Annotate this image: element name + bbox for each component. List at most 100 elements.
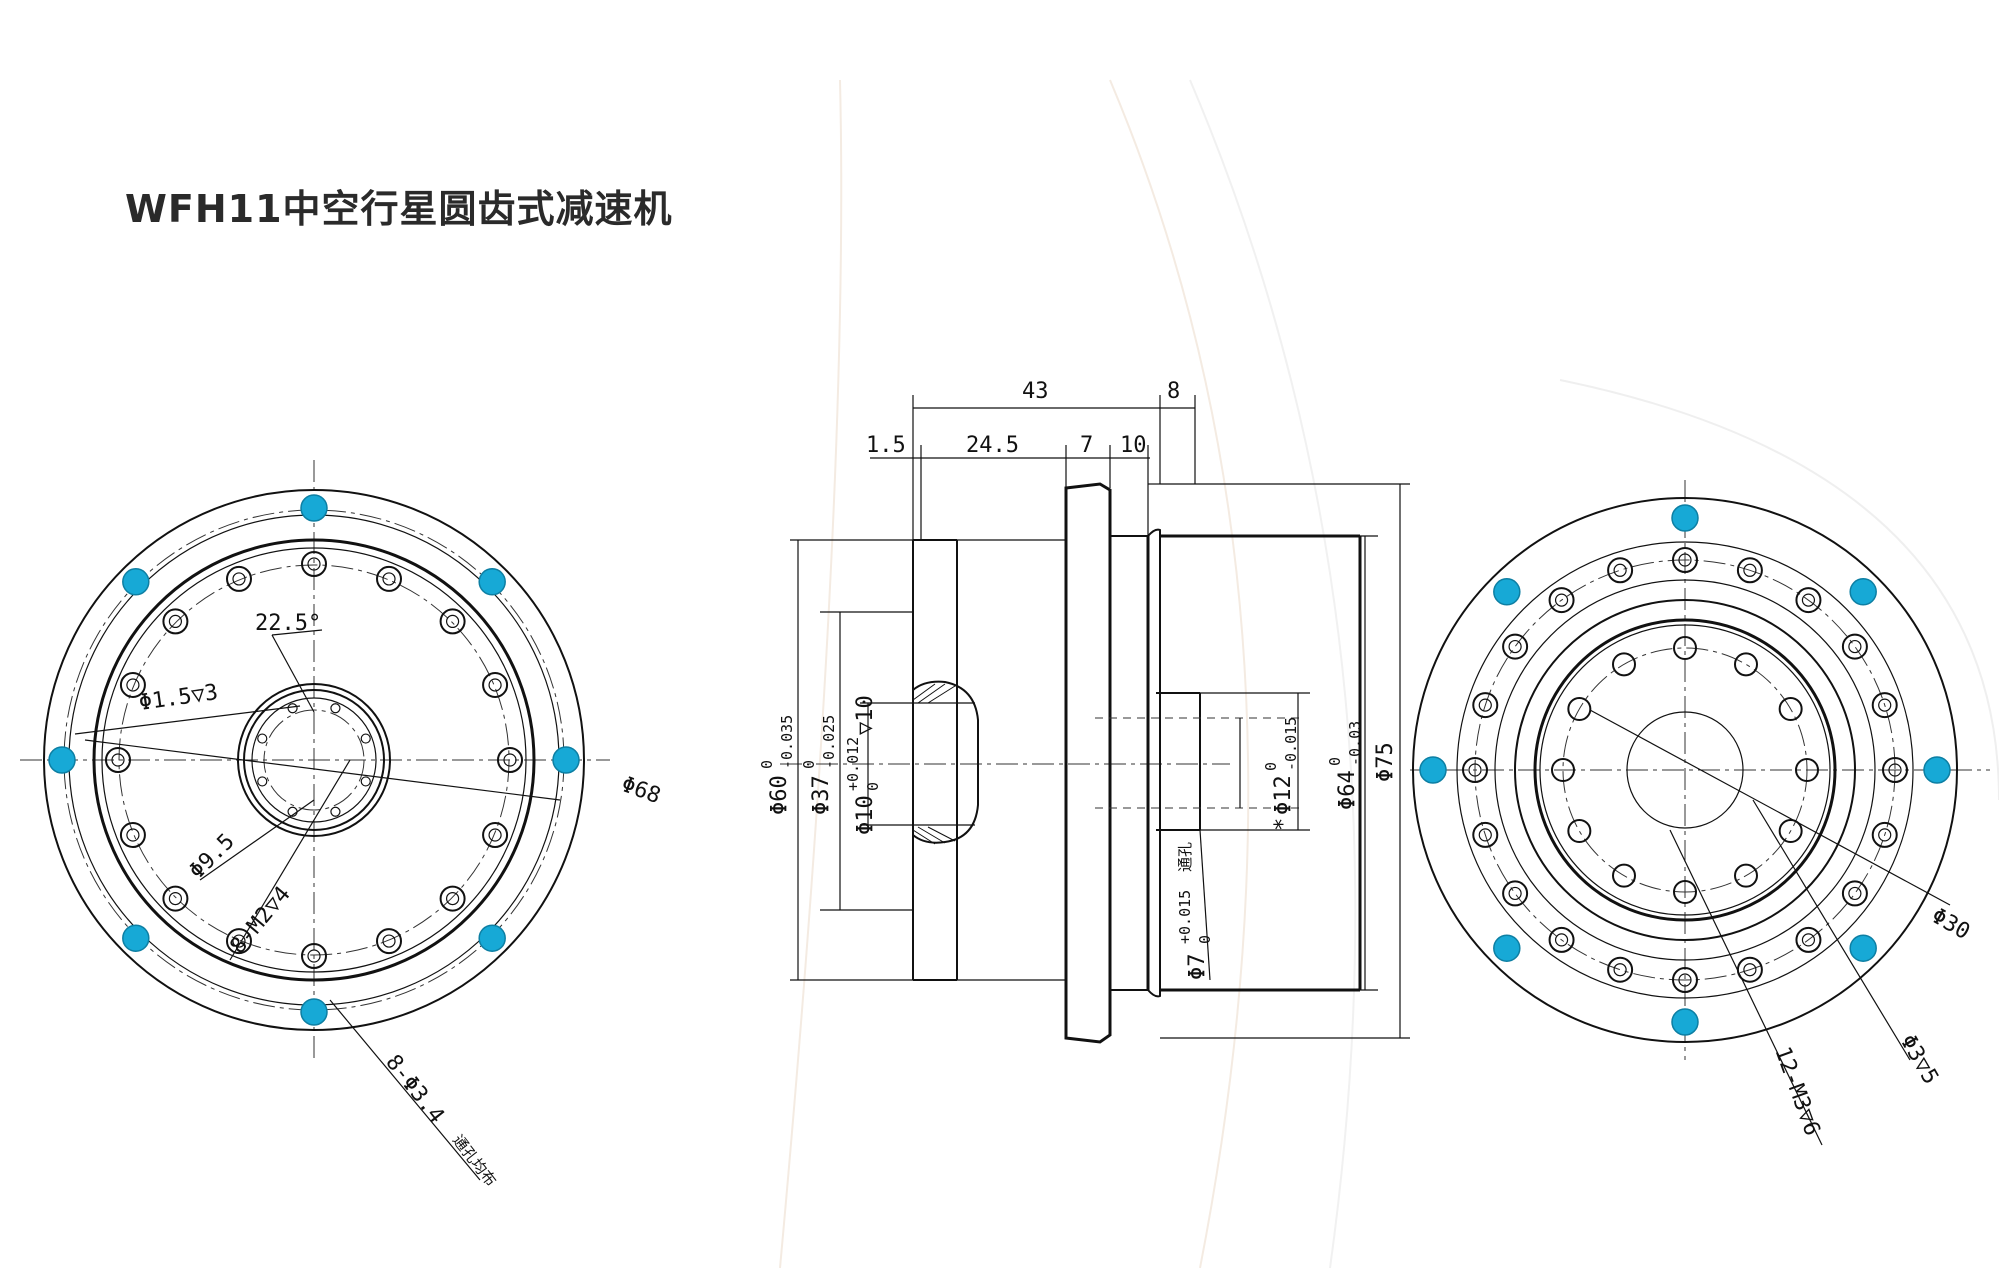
bolt-hole-inner	[488, 828, 502, 842]
d10-label: Φ10	[853, 795, 878, 835]
d12-tol-upper: 0	[1262, 762, 1280, 771]
d60-label: Φ60	[767, 775, 792, 815]
bolt-hole-inner	[1678, 553, 1692, 567]
bolt-hole	[1871, 692, 1898, 719]
thread-hole	[1673, 636, 1697, 660]
hatch	[912, 683, 956, 845]
bolt-hole	[1548, 926, 1575, 953]
watermark-arcs	[779, 79, 1999, 1269]
bolt-hole-inner	[382, 572, 396, 586]
through-hole	[122, 568, 150, 596]
through-hole	[300, 494, 328, 522]
d10-depth: ▽10	[853, 695, 878, 735]
bolt-hole	[162, 608, 189, 635]
bolt-hole	[439, 608, 466, 635]
dim-d2: 24.5	[966, 433, 1019, 458]
bolt-hole	[439, 885, 466, 912]
bolt-hole-inner	[1478, 698, 1492, 712]
through-hole	[1849, 578, 1877, 606]
bolt-hole	[225, 928, 252, 955]
bolt-hole-inner	[1613, 563, 1627, 577]
bolt-hole-inner	[503, 753, 517, 767]
bolt-hole	[1841, 880, 1868, 907]
d7-tol-upper: +0.015	[1176, 890, 1194, 944]
bolt-hole-inner	[232, 572, 246, 586]
thread-hole	[257, 776, 268, 787]
d64-tol-upper: 0	[1326, 757, 1344, 766]
d64-group: Φ64 0 -0.03	[1326, 721, 1364, 810]
bolt-hole	[1472, 692, 1499, 719]
thread-hole	[287, 703, 298, 714]
bolt-hole	[482, 671, 509, 698]
thread-hole	[330, 806, 341, 817]
bolt-hole	[301, 551, 327, 577]
bolt-hole	[301, 943, 327, 969]
d12-tol-lower: -0.015	[1282, 717, 1300, 771]
bolt-hole	[1736, 557, 1763, 584]
bolt-hole	[1795, 926, 1822, 953]
bolt-hole-inner	[307, 949, 321, 963]
side-view: 43 8 1.5 24.5 7 10 Φ60 0 -0.035 Φ37 0	[758, 379, 1410, 1044]
drawing-title: WFH11中空行星圆齿式减速机	[125, 187, 673, 231]
bolt-hole-inner	[1508, 639, 1522, 654]
bolt-hole	[497, 747, 523, 773]
d75-label: Φ75	[1373, 742, 1398, 782]
center-label: Φ30	[1927, 904, 1974, 946]
bolt-hole-inner	[1743, 563, 1757, 577]
bolt-hole	[1795, 587, 1822, 614]
bolt-hole-inner	[445, 891, 460, 906]
d7-tol-lower: 0	[1196, 935, 1214, 944]
d10-group: Φ10 +0.012 0 ▽10	[844, 695, 882, 835]
thread-hole	[1778, 819, 1803, 843]
through-hole	[300, 998, 328, 1026]
thread-hole	[1734, 652, 1758, 677]
bolt-hole-inner	[126, 678, 140, 692]
bolt-hole	[225, 565, 252, 592]
through-hole	[552, 746, 580, 774]
bolt-hole-inner	[111, 753, 125, 767]
dim-d1: 1.5	[866, 433, 906, 458]
bolt-hole	[1841, 633, 1868, 660]
bolt-hole	[1672, 967, 1698, 993]
bolt-hole-inner	[126, 828, 140, 842]
thread-hole	[360, 733, 371, 744]
d64-label: Φ64	[1335, 770, 1360, 810]
dim-overall: 43	[1022, 379, 1049, 404]
thread-hole	[1567, 697, 1592, 721]
bolt-hole	[376, 928, 403, 955]
bolt-hole	[1882, 757, 1908, 783]
thread-hole	[1795, 758, 1819, 782]
left-view: 22.5° Φ1.5▽3 Φ68 Φ9.5 8-M2▽4 8-Φ3.4 通孔均布	[20, 460, 664, 1190]
thread-hole	[1567, 819, 1592, 843]
bolt-hole	[376, 565, 403, 592]
through-hole	[1923, 756, 1951, 784]
d60-tol-lower: -0.035	[778, 715, 796, 769]
bolt-hole-inner	[1848, 639, 1862, 654]
bolt-hole	[1607, 956, 1634, 983]
outer-pcd-label: Φ68	[618, 772, 664, 809]
through-hole	[1493, 578, 1521, 606]
angle-label: 22.5°	[255, 611, 321, 636]
d12-mark: *	[1271, 818, 1296, 831]
thread-hole	[1778, 697, 1803, 721]
bolt-hole	[482, 822, 509, 849]
bolt-hole-inner	[1888, 763, 1902, 777]
through-hole	[478, 568, 506, 596]
bolt-hole-inner	[445, 614, 460, 629]
bolt-hole-inner	[1801, 933, 1816, 947]
bolt-hole-inner	[1508, 886, 1522, 901]
bolt-hole	[1548, 587, 1575, 614]
thread-hole	[1734, 863, 1758, 888]
d12-group: * Φ12 0 -0.015	[1262, 717, 1300, 831]
right-thread-label: 12-M3▽6	[1769, 1044, 1824, 1140]
thread-hole	[1612, 652, 1636, 677]
bolt-hole-inner	[232, 934, 246, 948]
through-hole-label: 8-Φ3.4	[380, 1050, 449, 1128]
bolt-hole-inner	[168, 614, 183, 629]
bolt-hole-inner	[1554, 933, 1569, 947]
through-hole	[1419, 756, 1447, 784]
pin-label: Φ3▽5	[1895, 1031, 1943, 1089]
bolt-hole-inner	[1801, 593, 1816, 607]
bolt-hole-inner	[1878, 698, 1892, 712]
bolt-hole	[1462, 757, 1488, 783]
